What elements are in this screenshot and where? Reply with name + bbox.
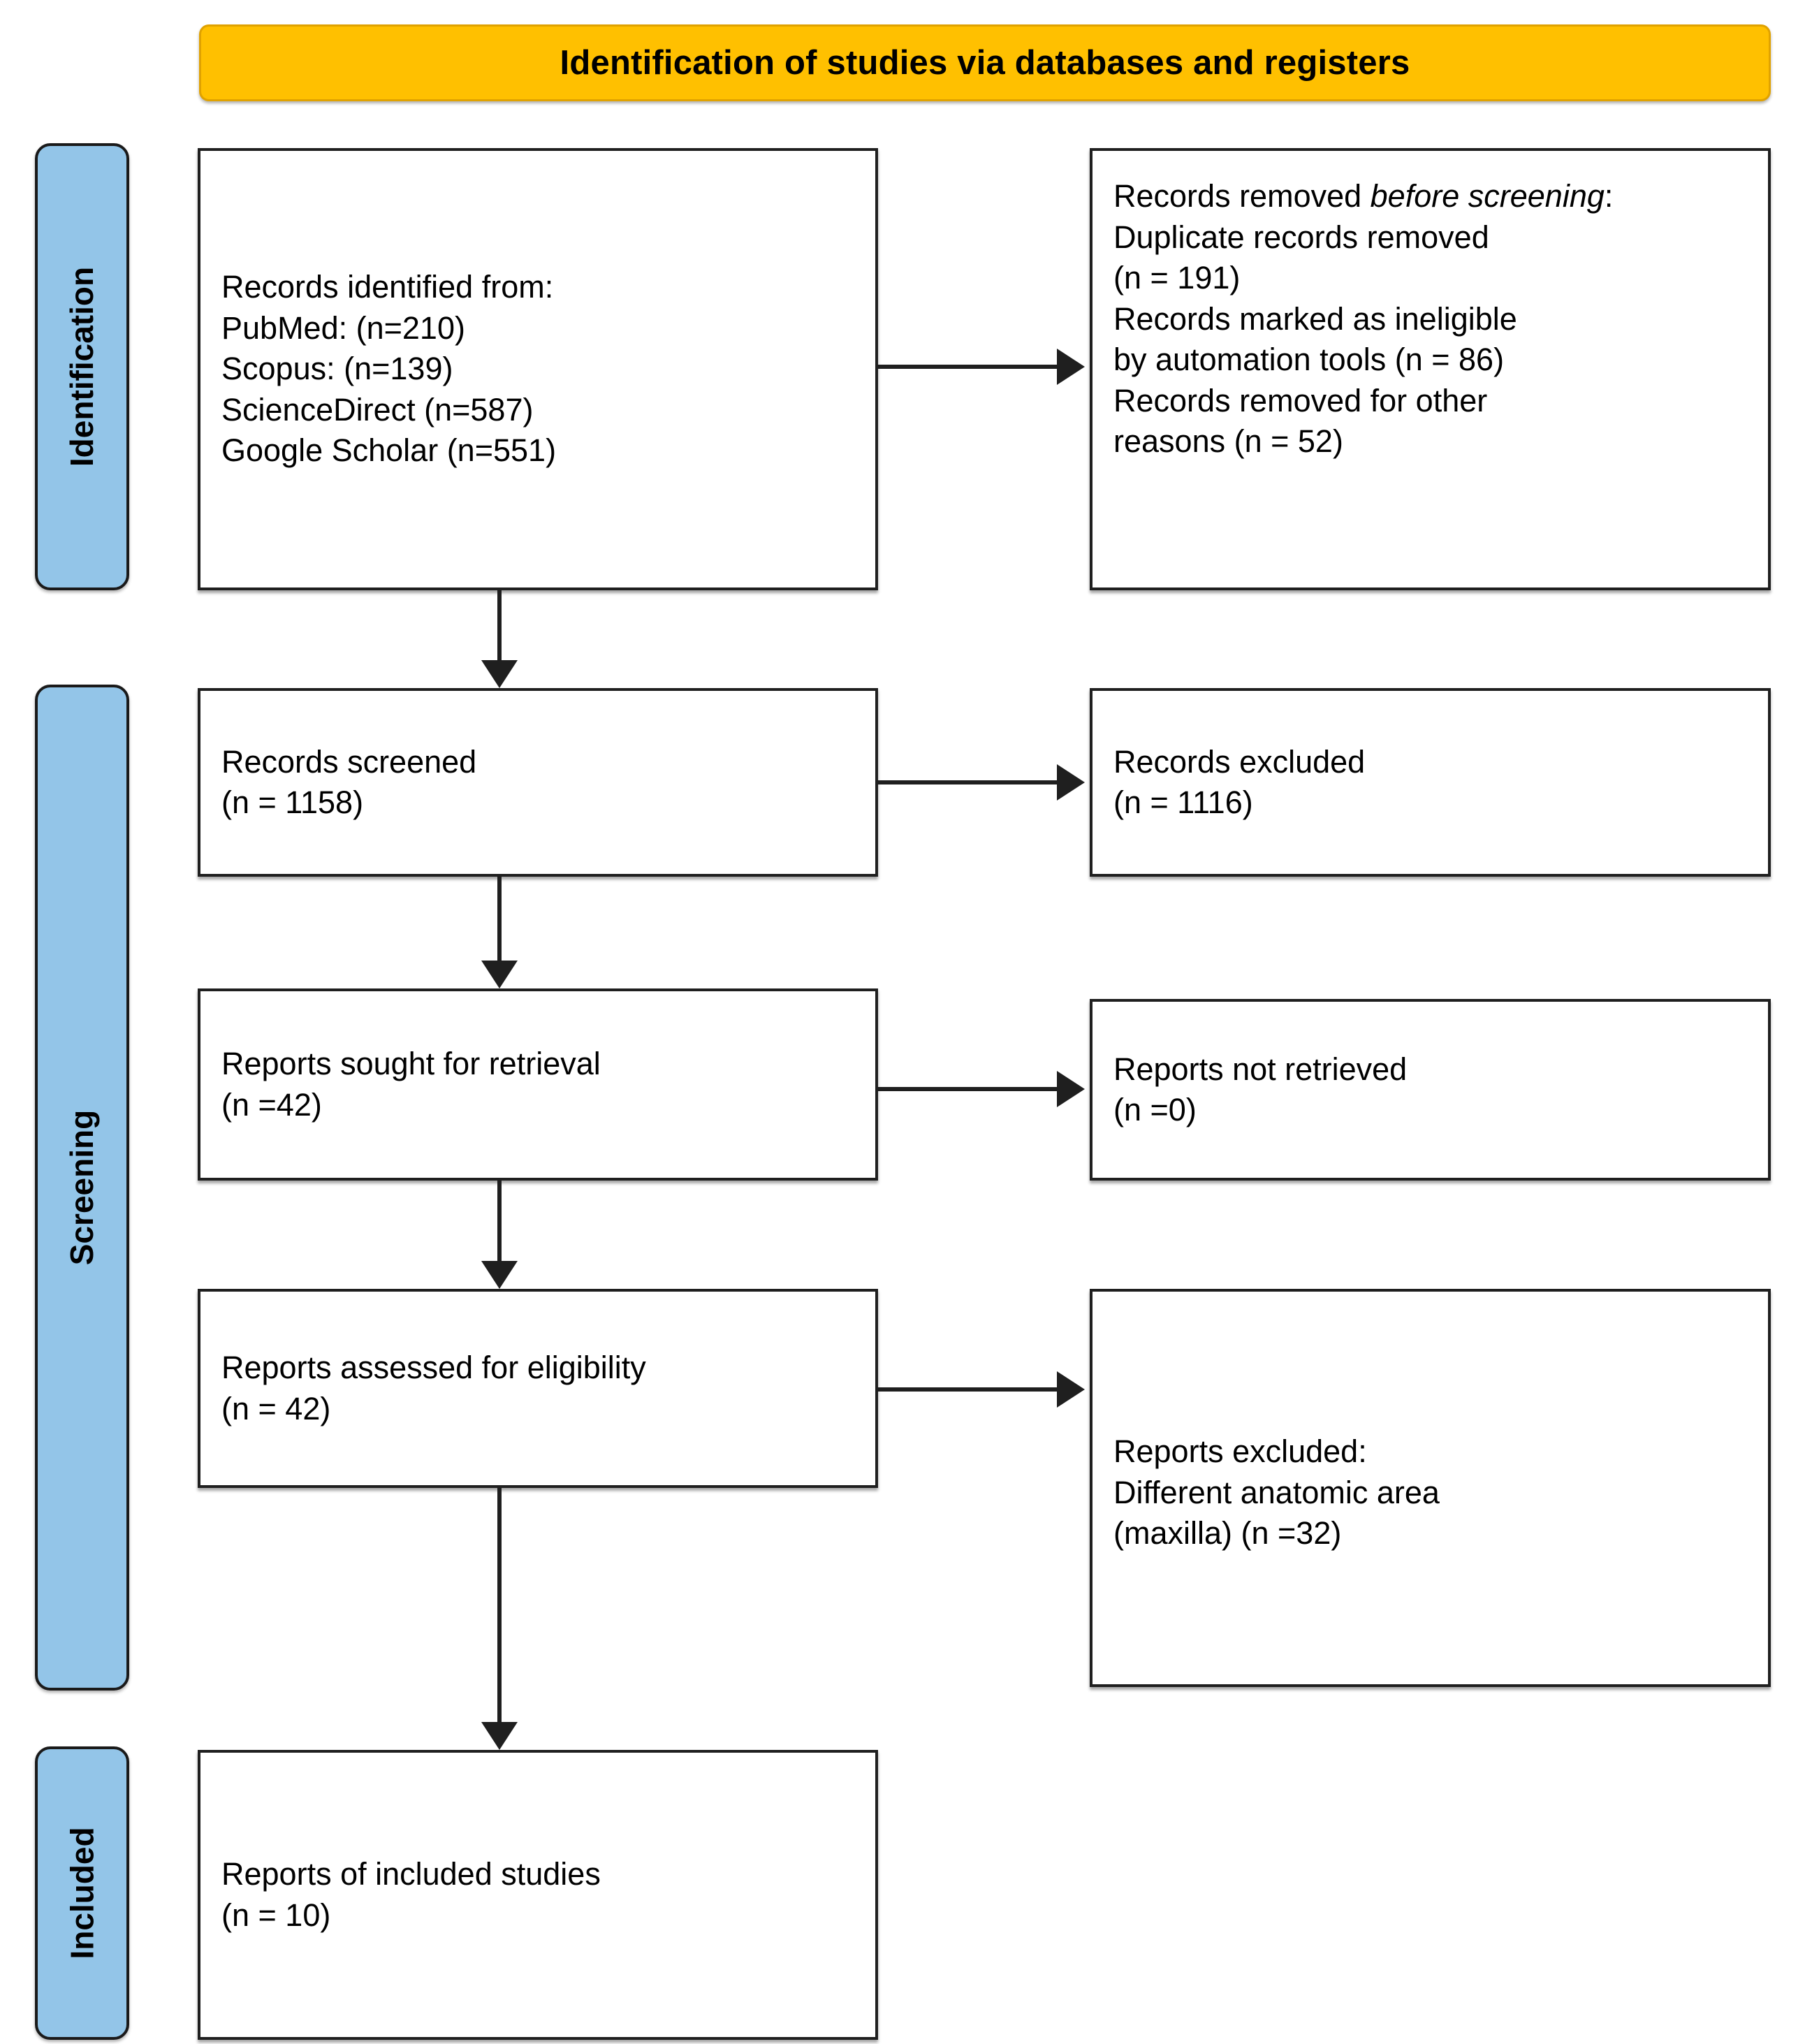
box-records-identified: Records identified from: PubMed: (n=210)… [198,148,878,590]
box-reports-included: Reports of included studies (n = 10) [198,1750,878,2040]
removed-lead-italic: before screening [1370,178,1605,214]
connector-assessed-to-reportsexcluded-line [878,1387,1081,1392]
connector-identified-to-screened-line [497,590,502,664]
connector-identified-to-removed-line [878,365,1081,369]
box-records-removed-before-screening: Records removed before screening: Duplic… [1090,148,1771,590]
stage-label-included-text: Included [64,1827,101,1959]
box-records-excluded-text: Records excluded (n = 1116) [1113,743,1366,821]
box-records-screened-text: Records screened (n = 1158) [221,743,477,821]
box-reports-not-retrieved: Reports not retrieved (n =0) [1090,999,1771,1181]
connector-assessed-to-reportsexcluded-arrow [1057,1371,1085,1408]
stage-label-identification: Identification [35,143,129,590]
connector-assessed-to-included-arrow [481,1722,518,1750]
box-records-removed-items: Duplicate records removed (n = 191) Reco… [1113,219,1517,460]
connector-sought-to-assessed-line [497,1181,502,1264]
box-records-identified-text: Records identified from: PubMed: (n=210)… [221,269,557,469]
connector-screened-to-excluded-arrow [1057,764,1085,801]
box-reports-sought: Reports sought for retrieval (n =42) [198,988,878,1181]
removed-lead-colon: : [1604,178,1614,214]
stage-label-screening-text: Screening [64,1109,101,1266]
box-reports-included-text: Reports of included studies (n = 10) [221,1856,601,1933]
connector-sought-to-notretrieved-arrow [1057,1071,1085,1107]
box-reports-not-retrieved-text: Reports not retrieved (n =0) [1113,1051,1408,1128]
box-reports-excluded: Reports excluded: Different anatomic are… [1090,1289,1771,1687]
removed-lead-plain: Records removed [1113,178,1371,214]
box-reports-excluded-text: Reports excluded: Different anatomic are… [1113,1433,1440,1551]
box-records-excluded: Records excluded (n = 1116) [1090,688,1771,877]
connector-screened-to-sought-line [497,877,502,964]
header-banner: Identification of studies via databases … [199,24,1771,101]
connector-sought-to-notretrieved-line [878,1087,1081,1091]
page-title: Identification of studies via databases … [560,43,1410,82]
connector-screened-to-excluded-line [878,780,1081,784]
box-reports-sought-text: Reports sought for retrieval (n =42) [221,1046,601,1123]
box-reports-assessed: Reports assessed for eligibility (n = 42… [198,1289,878,1488]
stage-label-identification-text: Identification [64,266,101,467]
box-records-removed-lead: Records removed before screening: [1113,176,1747,217]
connector-identified-to-removed-arrow [1057,349,1085,385]
stage-label-included: Included [35,1746,129,2040]
box-reports-assessed-text: Reports assessed for eligibility (n = 42… [221,1350,646,1426]
connector-identified-to-screened-arrow [481,660,518,688]
box-records-screened: Records screened (n = 1158) [198,688,878,877]
connector-screened-to-sought-arrow [481,961,518,988]
connector-assessed-to-included-line [497,1488,502,1725]
stage-label-screening: Screening [35,685,129,1691]
connector-sought-to-assessed-arrow [481,1261,518,1289]
